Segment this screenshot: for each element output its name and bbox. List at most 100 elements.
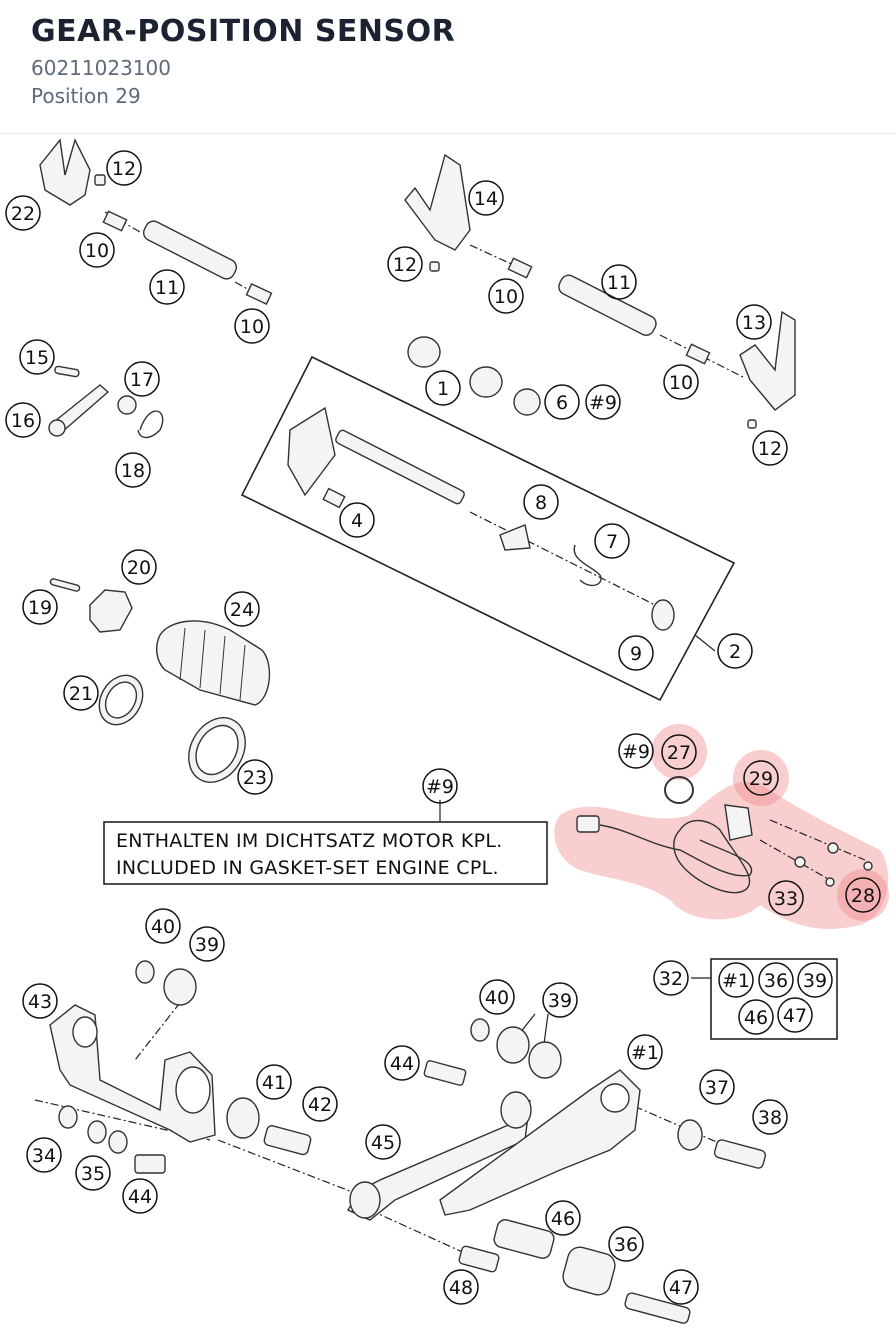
callout-33[interactable]: 33 bbox=[768, 880, 804, 916]
callout-label: 19 bbox=[28, 597, 52, 619]
callout-12[interactable]: 12 bbox=[387, 246, 423, 282]
callout-37[interactable]: 37 bbox=[699, 1069, 735, 1105]
highlight-region bbox=[554, 724, 889, 929]
callout-48[interactable]: 48 bbox=[443, 1269, 479, 1305]
callout-circle bbox=[224, 591, 260, 627]
callout-47[interactable]: 47 bbox=[777, 997, 813, 1033]
callout-circle bbox=[5, 402, 41, 438]
callout-15[interactable]: 15 bbox=[19, 339, 55, 375]
callout-19[interactable]: 19 bbox=[22, 589, 58, 625]
callout-27[interactable]: 27 bbox=[661, 734, 697, 770]
callout-label: 33 bbox=[774, 888, 798, 910]
callout-38[interactable]: 38 bbox=[752, 1099, 788, 1135]
callout-circle bbox=[845, 877, 881, 913]
callout-7[interactable]: 7 bbox=[594, 523, 630, 559]
parts bbox=[39, 138, 873, 1324]
callout-10[interactable]: 10 bbox=[488, 278, 524, 314]
callout-hash-9[interactable]: #9 bbox=[422, 768, 458, 804]
page-header: GEAR-POSITION SENSOR 60211023100 Positio… bbox=[0, 0, 896, 134]
callout-circle bbox=[121, 549, 157, 585]
callout-39[interactable]: 39 bbox=[797, 962, 833, 998]
part-number: 60211023100 bbox=[31, 56, 171, 80]
callout-circle bbox=[234, 308, 270, 344]
callout-36[interactable]: 36 bbox=[608, 1226, 644, 1262]
callout-label: 11 bbox=[155, 277, 179, 299]
callout-circle bbox=[384, 1045, 420, 1081]
callout-label: 22 bbox=[11, 203, 35, 225]
callout-14[interactable]: 14 bbox=[468, 180, 504, 216]
exploded-diagram: ENTHALTEN IM DICHTSATZ MOTOR KPL. INCLUD… bbox=[5, 138, 889, 1324]
callout-circle bbox=[758, 962, 794, 998]
callout-circle bbox=[752, 1099, 788, 1135]
callout-39[interactable]: 39 bbox=[542, 982, 578, 1018]
callout-label: 23 bbox=[243, 767, 267, 789]
callout-label: 39 bbox=[803, 970, 827, 992]
callout-23[interactable]: 23 bbox=[237, 759, 273, 795]
callout-44[interactable]: 44 bbox=[122, 1178, 158, 1214]
callout-hash-1[interactable]: #1 bbox=[718, 962, 754, 998]
callout-18[interactable]: 18 bbox=[115, 452, 151, 488]
callout-29[interactable]: 29 bbox=[743, 760, 779, 796]
callout-circle bbox=[5, 195, 41, 231]
callout-label: 35 bbox=[81, 1163, 105, 1185]
callout-circle bbox=[422, 768, 458, 804]
callout-4[interactable]: 4 bbox=[339, 502, 375, 538]
leader-lines bbox=[34, 211, 866, 1261]
callout-9[interactable]: 9 bbox=[618, 635, 654, 671]
callout-layer: 1222101110141210111310121517161816#94879… bbox=[5, 150, 881, 1305]
callout-6[interactable]: 6 bbox=[544, 384, 580, 420]
callout-1[interactable]: 1 bbox=[425, 370, 461, 406]
callout-label: 12 bbox=[758, 438, 782, 460]
callout-28[interactable]: 28 bbox=[845, 877, 881, 913]
callout-circle bbox=[19, 339, 55, 375]
callout-label: 44 bbox=[128, 1186, 152, 1208]
callout-43[interactable]: 43 bbox=[22, 983, 58, 1019]
callout-10[interactable]: 10 bbox=[663, 364, 699, 400]
callout-circle bbox=[618, 733, 654, 769]
callout-label: 38 bbox=[758, 1107, 782, 1129]
callout-label: 36 bbox=[614, 1234, 638, 1256]
callout-12[interactable]: 12 bbox=[752, 430, 788, 466]
callout-44[interactable]: 44 bbox=[384, 1045, 420, 1081]
callout-13[interactable]: 13 bbox=[736, 304, 772, 340]
callout-10[interactable]: 10 bbox=[79, 232, 115, 268]
callout-12[interactable]: 12 bbox=[106, 150, 142, 186]
callout-11[interactable]: 11 bbox=[601, 264, 637, 300]
callout-46[interactable]: 46 bbox=[738, 999, 774, 1035]
callout-47[interactable]: 47 bbox=[663, 1269, 699, 1305]
callout-label: 14 bbox=[474, 188, 498, 210]
callout-46[interactable]: 46 bbox=[545, 1200, 581, 1236]
callout-circle bbox=[122, 1178, 158, 1214]
callout-20[interactable]: 20 bbox=[121, 549, 157, 585]
callout-label: 18 bbox=[121, 460, 145, 482]
callout-21[interactable]: 21 bbox=[63, 675, 99, 711]
callout-circle bbox=[585, 384, 621, 420]
callout-11[interactable]: 11 bbox=[149, 269, 185, 305]
callout-40[interactable]: 40 bbox=[145, 908, 181, 944]
callout-hash-9[interactable]: #9 bbox=[585, 384, 621, 420]
callout-42[interactable]: 42 bbox=[302, 1086, 338, 1122]
callout-36[interactable]: 36 bbox=[758, 962, 794, 998]
callout-24[interactable]: 24 bbox=[224, 591, 260, 627]
callout-2[interactable]: 2 bbox=[717, 633, 753, 669]
callout-41[interactable]: 41 bbox=[256, 1064, 292, 1100]
callout-label: 4 bbox=[351, 510, 363, 532]
callout-hash-1[interactable]: #1 bbox=[627, 1034, 663, 1070]
callout-circle bbox=[663, 364, 699, 400]
callout-39[interactable]: 39 bbox=[189, 926, 225, 962]
callout-16[interactable]: 16 bbox=[5, 402, 41, 438]
callout-34[interactable]: 34 bbox=[26, 1137, 62, 1173]
callout-label: #9 bbox=[426, 776, 454, 798]
callout-45[interactable]: 45 bbox=[365, 1124, 401, 1160]
callout-hash-9[interactable]: #9 bbox=[618, 733, 654, 769]
callout-label: 37 bbox=[705, 1077, 729, 1099]
callout-32[interactable]: 32 bbox=[653, 960, 689, 996]
callout-40[interactable]: 40 bbox=[479, 979, 515, 1015]
callout-35[interactable]: 35 bbox=[75, 1155, 111, 1191]
callout-8[interactable]: 8 bbox=[523, 484, 559, 520]
callout-22[interactable]: 22 bbox=[5, 195, 41, 231]
callout-label: 1 bbox=[437, 378, 449, 400]
callout-label: 12 bbox=[112, 158, 136, 180]
callout-17[interactable]: 17 bbox=[124, 361, 160, 397]
callout-10[interactable]: 10 bbox=[234, 308, 270, 344]
